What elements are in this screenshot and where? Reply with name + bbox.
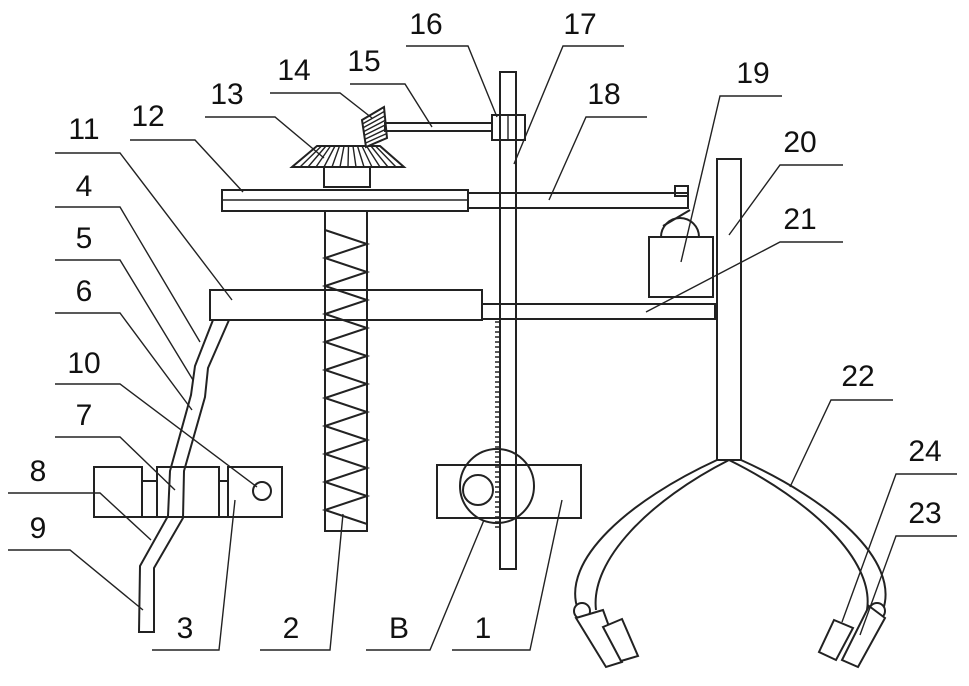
part-label-9: 9: [30, 512, 47, 545]
leader-line-12: [130, 140, 243, 192]
part-label-7: 7: [76, 399, 93, 432]
vertical-rack-rod: [495, 72, 516, 569]
leader-line-18: [549, 117, 647, 200]
pivot-hole: [253, 482, 271, 500]
part-label-13: 13: [210, 78, 243, 111]
leader-line-B: [366, 520, 484, 650]
part-labels: 123456789101112131415161718192021222324B: [30, 8, 942, 645]
upper-bar: [222, 186, 688, 211]
part-label-23: 23: [908, 497, 941, 530]
y-arms: [575, 460, 885, 610]
part-label-17: 17: [563, 8, 596, 41]
leader-line-13: [205, 117, 324, 158]
left-gripper: [574, 603, 638, 667]
bevel-gear-large: [292, 146, 404, 187]
part-label-24: 24: [908, 435, 941, 468]
part-label-6: 6: [76, 275, 93, 308]
part-label-4: 4: [76, 170, 93, 203]
drive-box: [649, 210, 713, 297]
left-base-block: [94, 467, 282, 517]
spring-column: [325, 211, 367, 531]
part-label-16: 16: [409, 8, 442, 41]
part-label-2: 2: [283, 612, 300, 645]
part-label-11: 11: [68, 113, 99, 146]
vertical-post: [717, 159, 741, 460]
leader-line-2: [260, 514, 343, 650]
part-label-5: 5: [76, 222, 93, 255]
bent-lever: [139, 320, 229, 632]
right-gripper: [819, 603, 885, 667]
part-label-20: 20: [783, 126, 816, 159]
part-label-B: B: [389, 612, 409, 645]
part-label-14: 14: [277, 54, 310, 87]
part-label-15: 15: [347, 45, 380, 78]
part-label-8: 8: [30, 455, 47, 488]
part-label-22: 22: [841, 360, 874, 393]
part-label-18: 18: [587, 78, 620, 111]
part-label-3: 3: [177, 612, 194, 645]
leader-line-22: [790, 400, 893, 487]
part-label-19: 19: [736, 57, 769, 90]
horizontal-shaft: [385, 115, 525, 140]
part-label-10: 10: [67, 347, 100, 380]
leader-line-9: [8, 550, 143, 610]
lower-beam: [210, 290, 715, 320]
part-label-1: 1: [475, 612, 492, 645]
part-label-21: 21: [783, 203, 816, 236]
part-label-12: 12: [131, 100, 164, 133]
leader-line-14: [270, 93, 372, 118]
